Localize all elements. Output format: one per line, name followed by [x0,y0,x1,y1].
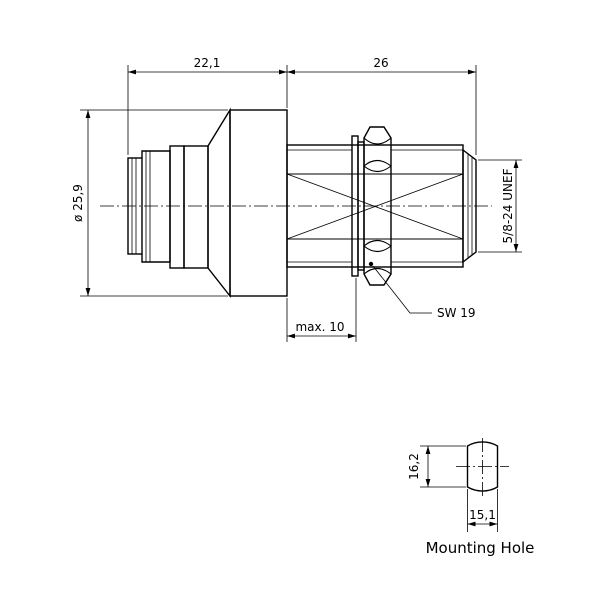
dim-length-front: 22,1 [194,56,221,70]
front-interface [127,145,209,269]
dim-wrench-size: SW 19 [437,306,476,320]
dimension-labels: 22,1 26 ø 25,9 5/8-24 UNEF max. 10 SW 19 [71,56,515,334]
dim-hole-width: 15,1 [469,508,496,522]
mounting-hole-caption: Mounting Hole [426,539,535,557]
dim-length-rear: 26 [373,56,388,70]
dimension-lines [80,65,522,342]
dim-thread: 5/8-24 UNEF [501,168,515,243]
mounting-hole-outline [466,441,499,492]
dim-panel-thickness: max. 10 [295,320,344,334]
hex-nut-icon [363,126,392,286]
dim-hole-height: 16,2 [407,453,421,480]
flange [207,107,288,299]
dim-diameter: ø 25,9 [71,184,85,222]
connector-body [100,107,492,299]
mounting-hole: 16,2 15,1 Mounting Hole [407,438,534,557]
